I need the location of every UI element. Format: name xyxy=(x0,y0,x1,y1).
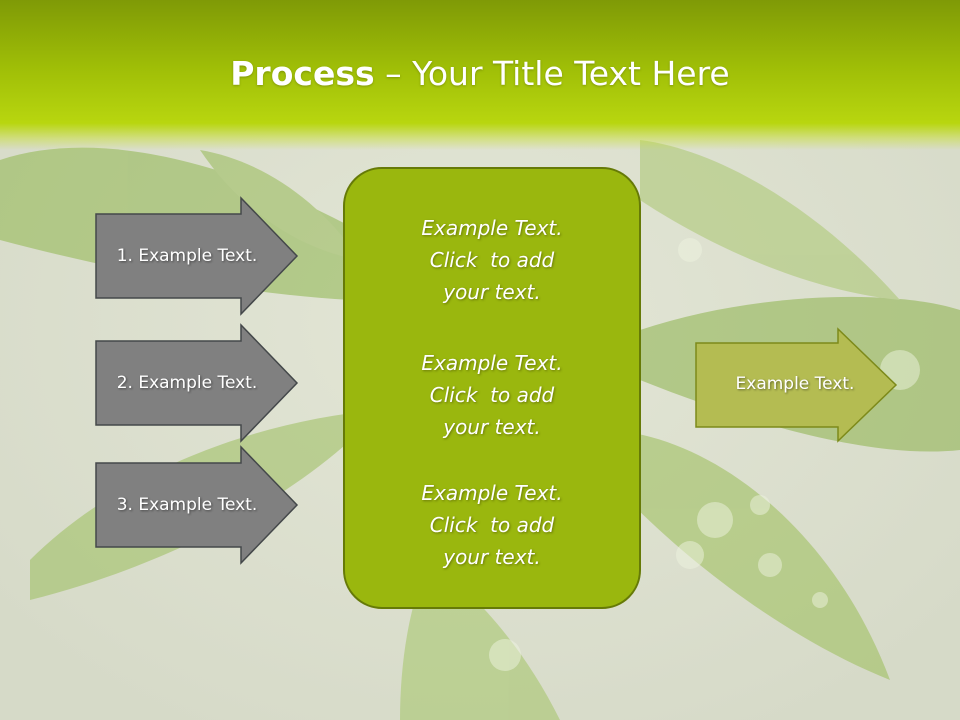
output-arrow[interactable] xyxy=(695,327,898,443)
center-text-1-line3: your text. xyxy=(443,280,541,304)
center-text-2-line3: your text. xyxy=(443,415,541,439)
center-text-3-line3: your text. xyxy=(443,545,541,569)
center-text-block-1[interactable]: Example Text. Click to add your text. xyxy=(360,212,624,308)
output-label: Example Text. xyxy=(735,374,855,394)
center-text-1-line1: Example Text. xyxy=(421,216,563,240)
center-text-1-line2: Click to add xyxy=(429,248,555,272)
center-process-box[interactable] xyxy=(343,167,641,609)
center-text-3-line1: Example Text. xyxy=(421,481,563,505)
title-bold: Process xyxy=(230,54,375,93)
slide-title[interactable]: Process – Your Title Text Here xyxy=(0,52,960,96)
input-arrow-3[interactable] xyxy=(95,445,299,565)
center-text-2-line1: Example Text. xyxy=(421,351,563,375)
center-text-2-line2: Click to add xyxy=(429,383,555,407)
title-banner xyxy=(0,0,960,150)
input-label-1: 1. Example Text. xyxy=(116,246,258,266)
input-arrow-1[interactable] xyxy=(95,196,299,316)
center-text-block-3[interactable]: Example Text. Click to add your text. xyxy=(360,477,624,573)
title-rest: – Your Title Text Here xyxy=(374,54,730,93)
input-label-3: 3. Example Text. xyxy=(116,495,258,515)
center-text-3-line2: Click to add xyxy=(429,513,555,537)
input-label-2: 2. Example Text. xyxy=(116,373,258,393)
center-text-block-2[interactable]: Example Text. Click to add your text. xyxy=(360,347,624,443)
input-arrow-2[interactable] xyxy=(95,323,299,443)
